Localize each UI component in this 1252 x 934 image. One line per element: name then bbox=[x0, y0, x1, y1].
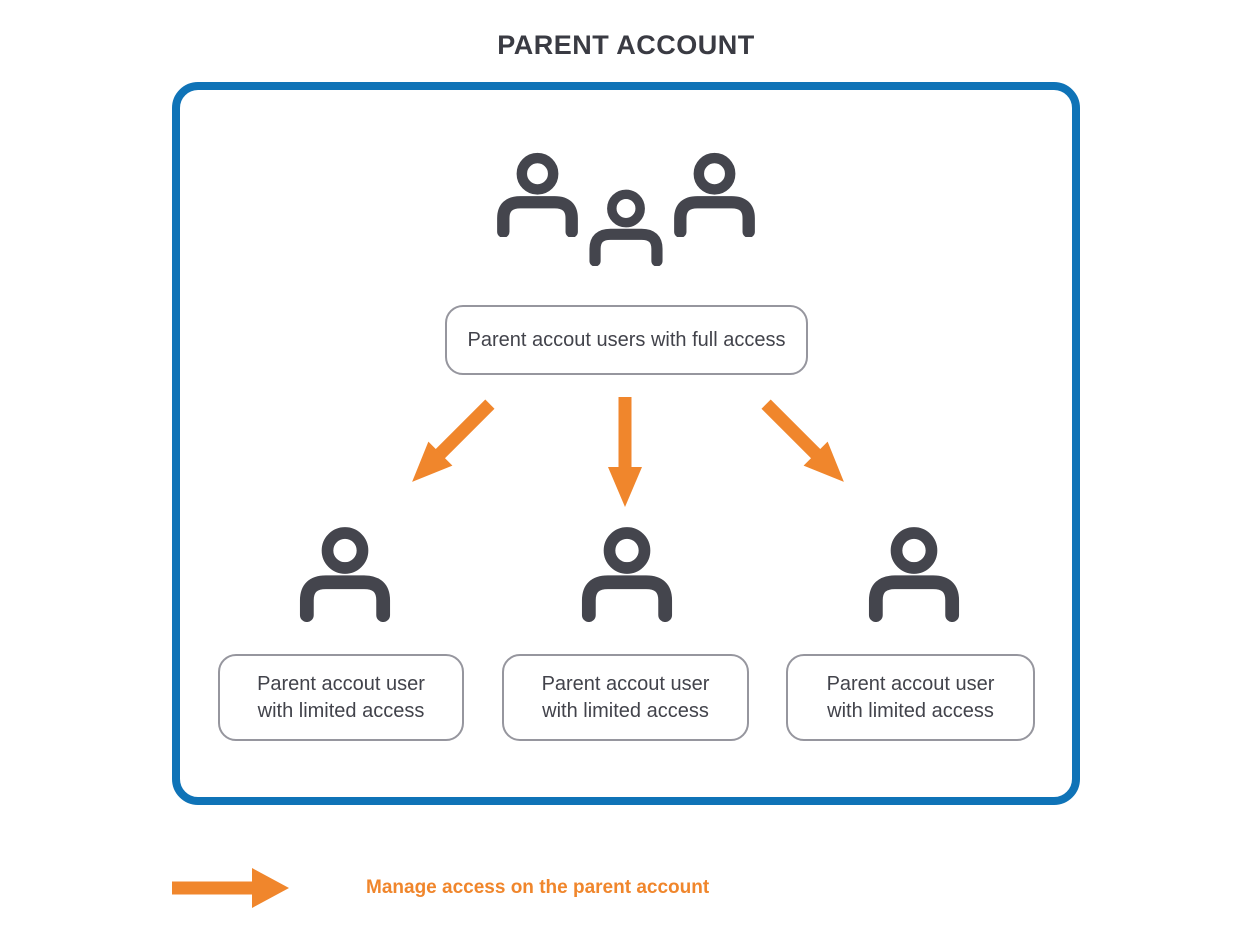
manage-access-arrow-left-icon bbox=[398, 390, 504, 496]
users-group-icon bbox=[490, 150, 762, 275]
orange-right-arrow-icon bbox=[172, 868, 289, 908]
person-icon bbox=[299, 527, 391, 622]
manage-access-arrow-middle-icon bbox=[607, 395, 643, 509]
limited-access-label: Parent accout user with limited access bbox=[541, 672, 710, 722]
limited-access-label: Parent accout user with limited access bbox=[257, 672, 425, 722]
limited-access-label-box: Parent accout user with limited access bbox=[786, 654, 1035, 741]
person-icon bbox=[674, 152, 755, 238]
diagram-title: PARENT ACCOUNT bbox=[497, 30, 755, 60]
person-icon bbox=[868, 527, 960, 622]
limited-access-label-box: Parent accout user with limited access bbox=[218, 654, 464, 741]
person-icon bbox=[581, 527, 673, 622]
full-access-label-box: Parent accout users with full access bbox=[445, 305, 808, 375]
legend: Manage access on the parent account bbox=[172, 866, 709, 910]
person-icon bbox=[589, 189, 663, 267]
person-icon bbox=[497, 152, 578, 238]
manage-access-arrow-right-icon bbox=[752, 390, 858, 496]
full-access-label: Parent accout users with full access bbox=[467, 328, 786, 351]
legend-label: Manage access on the parent account bbox=[366, 877, 710, 898]
limited-access-label: Parent accout user with limited access bbox=[826, 672, 995, 722]
limited-access-label-box: Parent accout user with limited access bbox=[502, 654, 749, 741]
parent-account-box: Parent accout users with full access bbox=[172, 82, 1080, 805]
